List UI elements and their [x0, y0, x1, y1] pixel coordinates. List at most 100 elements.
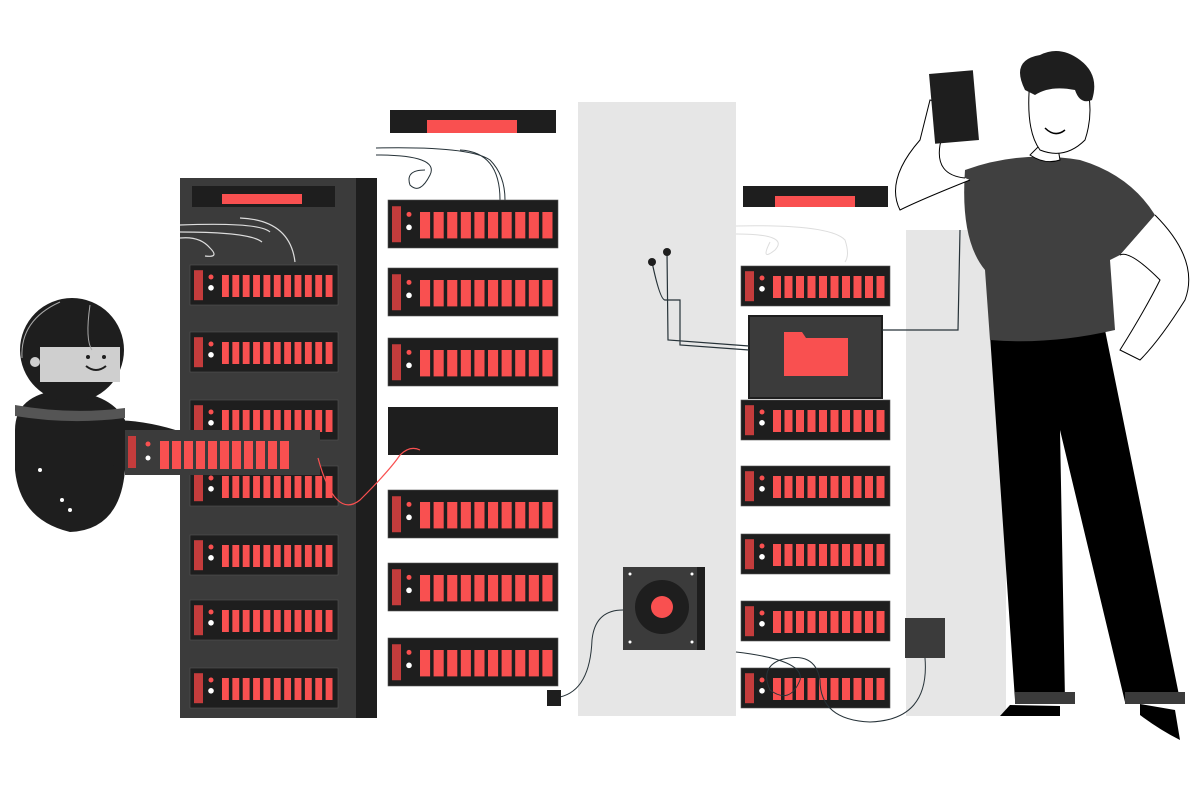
server-unit	[189, 331, 339, 373]
drive-bay	[184, 441, 193, 469]
drive-bay	[420, 650, 431, 677]
drive-bay	[242, 476, 250, 498]
drive-bay	[208, 441, 217, 469]
server-unit	[387, 337, 559, 387]
drive-bay	[842, 276, 850, 298]
server-unit	[387, 267, 559, 317]
drive-bay	[819, 611, 827, 633]
drive-bay	[284, 275, 292, 297]
drive-bay	[542, 280, 553, 307]
drive-bay	[273, 410, 281, 432]
drive-bay	[273, 476, 281, 498]
drive-bay	[273, 678, 281, 700]
drive-bay	[515, 212, 526, 239]
drive-bay	[263, 476, 271, 498]
drive-bay	[284, 678, 292, 700]
drive-bay	[433, 280, 444, 307]
drive-bay	[773, 410, 781, 432]
drive-bay	[853, 544, 862, 566]
server-unit	[740, 265, 891, 307]
drive-bay	[488, 575, 499, 602]
drive-bay	[253, 410, 260, 432]
drive-bay	[488, 502, 499, 529]
drive-bay	[460, 650, 471, 677]
drive-bay	[447, 280, 458, 307]
drive-bay	[315, 545, 323, 567]
drive-bay	[280, 441, 289, 469]
drive-bay	[325, 275, 333, 297]
server-unit	[387, 199, 559, 249]
drive-bay	[853, 678, 862, 700]
drive-bay	[232, 545, 240, 567]
drive-bay	[515, 280, 526, 307]
drive-bay	[876, 276, 885, 298]
drive-bay	[796, 276, 804, 298]
drive-bay	[784, 410, 793, 432]
drive-bay	[460, 575, 471, 602]
drive-bay	[220, 441, 229, 469]
drive-bay	[325, 342, 333, 364]
drive-bay	[315, 678, 323, 700]
drive-bay	[819, 410, 827, 432]
drive-bay	[253, 678, 260, 700]
drive-bay	[447, 502, 458, 529]
drive-bay	[474, 575, 485, 602]
server-unit	[189, 534, 339, 576]
drive-bay	[807, 276, 816, 298]
drive-bay	[515, 502, 526, 529]
drive-bay	[842, 476, 850, 498]
drive-bay	[460, 212, 471, 239]
drive-bay	[488, 280, 499, 307]
drive-bay	[273, 610, 281, 632]
drive-bay	[433, 212, 444, 239]
drive-bay	[474, 212, 485, 239]
drive-bay	[447, 575, 458, 602]
drive-bay	[830, 476, 839, 498]
drive-bay	[474, 502, 485, 529]
drive-bay	[773, 476, 781, 498]
drive-bay	[304, 545, 312, 567]
drive-bay	[773, 678, 781, 700]
drive-bay	[242, 678, 250, 700]
drive-bay	[304, 476, 312, 498]
drive-bay	[222, 342, 229, 364]
drive-bay	[474, 280, 485, 307]
right-rack-units	[740, 265, 891, 709]
power-box	[735, 618, 945, 723]
drive-bay	[232, 476, 240, 498]
server-unit	[740, 600, 891, 642]
drive-bay	[474, 650, 485, 677]
drive-bay	[263, 545, 271, 567]
held-server-unit	[125, 430, 320, 475]
drive-bay	[242, 342, 250, 364]
drive-bay	[807, 410, 816, 432]
drive-bay	[284, 610, 292, 632]
drive-bay	[273, 545, 281, 567]
drive-bay	[433, 650, 444, 677]
drive-bay	[830, 276, 839, 298]
drive-bay	[807, 611, 816, 633]
drive-bay	[807, 678, 816, 700]
drive-bay	[242, 410, 250, 432]
drive-bay	[222, 610, 229, 632]
drive-bay	[528, 280, 539, 307]
drive-bay	[294, 545, 302, 567]
server-unit	[387, 637, 559, 687]
drive-bay	[842, 611, 850, 633]
drive-bay	[784, 276, 793, 298]
drive-bay	[325, 410, 333, 432]
drive-bay	[542, 650, 553, 677]
drive-bay	[447, 212, 458, 239]
drive-bay	[784, 678, 793, 700]
drive-bay	[294, 275, 302, 297]
drive-bay	[830, 410, 839, 432]
drive-bay	[304, 678, 312, 700]
drive-bay	[501, 575, 512, 602]
drive-bay	[819, 276, 827, 298]
drive-bay	[420, 212, 431, 239]
drive-bay	[284, 476, 292, 498]
speaker-box	[547, 567, 705, 706]
drive-bay	[501, 350, 512, 377]
drive-bay	[460, 280, 471, 307]
drive-bay	[528, 575, 539, 602]
